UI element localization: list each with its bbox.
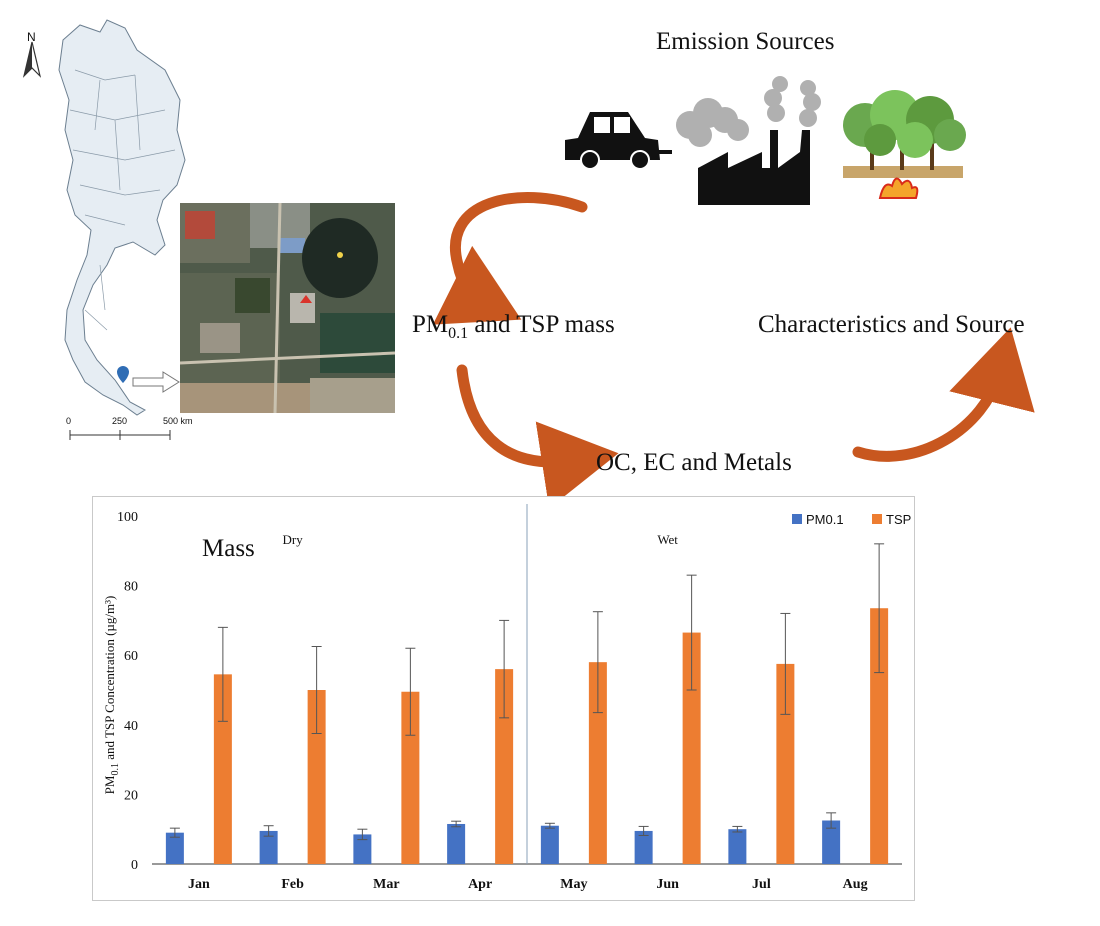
scale-zero: 0 (66, 416, 72, 426)
x-tick-label: Mar (373, 877, 399, 892)
oc-ec-metals-label: OC, EC and Metals (596, 449, 792, 476)
bar-pm01 (353, 834, 372, 864)
x-tick-label: Apr (468, 877, 492, 892)
x-tick-label: Jul (752, 877, 771, 892)
y-tick-label: 100 (117, 510, 138, 525)
car-icon (565, 112, 672, 170)
bar-pm01 (822, 820, 841, 864)
bar-pm01 (447, 823, 466, 864)
pm-subscript: 0.1 (448, 325, 469, 342)
x-tick-label: Feb (281, 877, 304, 892)
north-arrow-icon (22, 41, 42, 78)
x-tick-label: Aug (843, 877, 868, 892)
season-label: Wet (657, 532, 678, 547)
factory-icon (698, 130, 810, 205)
scale-mid: 250 (112, 416, 128, 426)
legend-swatch (792, 514, 802, 524)
chart-title: Mass (202, 535, 255, 562)
arrow-oc-to-characteristics (852, 327, 1035, 462)
satellite-image (180, 203, 395, 413)
scale-bar (69, 430, 171, 440)
y-tick-label: 20 (124, 788, 138, 803)
emission-sources-title: Emission Sources (656, 28, 835, 55)
bar-pm01 (728, 829, 747, 864)
x-tick-label: Jun (656, 877, 679, 892)
y-axis-label: PM0.1 and TSP Concentration (µg/m³) (102, 596, 121, 795)
y-tick-label: 80 (124, 580, 138, 595)
pm-prefix: PM (412, 311, 449, 338)
bar-pm01 (540, 825, 559, 864)
cycle-arrows (432, 192, 1035, 500)
arrow-sources-to-mass (432, 192, 588, 325)
thailand-map (58, 19, 186, 416)
bar-pm01 (165, 832, 184, 864)
y-tick-label: 60 (124, 649, 138, 664)
north-label: N (27, 30, 36, 44)
bar-pm01 (634, 830, 653, 864)
y-tick-label: 40 (124, 719, 138, 734)
characteristics-label: Characteristics and Source (758, 311, 1025, 338)
x-tick-label: Jan (188, 877, 210, 892)
scale-end: 500 km (163, 416, 193, 426)
smoke-icon (676, 76, 821, 147)
bar-pm01 (259, 830, 278, 864)
legend-label: PM0.1 (806, 512, 844, 527)
emission-icons (565, 76, 966, 205)
pm-suffix: and TSP mass (468, 311, 615, 338)
x-tick-label: May (560, 877, 587, 892)
forest-fire-icon (843, 90, 966, 199)
pm-tsp-mass-label: PM0.1 and TSP mass (412, 311, 615, 343)
legend-swatch (872, 514, 882, 524)
legend-label: TSP (886, 512, 911, 527)
season-label: Dry (283, 532, 304, 547)
y-tick-label: 0 (131, 858, 138, 873)
arrow-mass-to-oc (456, 364, 619, 500)
